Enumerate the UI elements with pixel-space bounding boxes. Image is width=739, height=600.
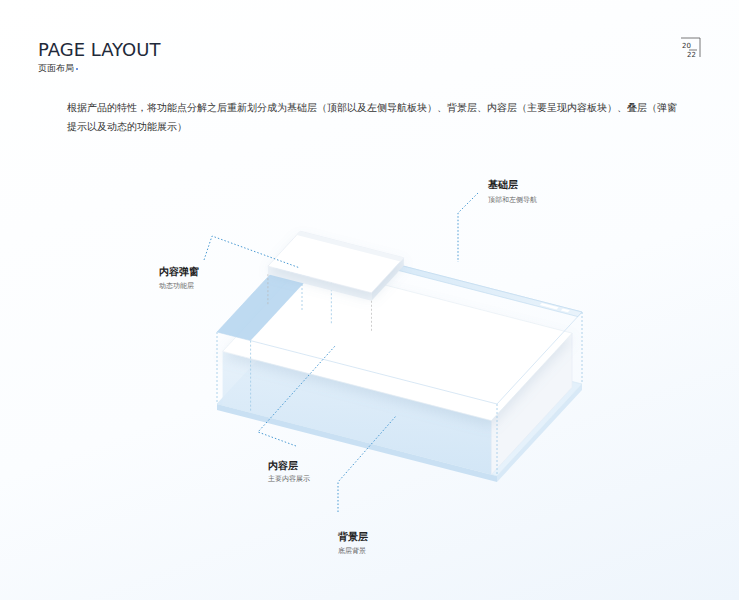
top-bar-icon <box>561 308 570 312</box>
guide-line <box>497 404 498 476</box>
guide-line <box>250 341 251 413</box>
callout-title: 背景层 <box>338 530 368 544</box>
callout-note: 主要内容展示 <box>268 474 310 484</box>
callout-title: 内容层 <box>268 459 298 473</box>
guide-line <box>267 274 268 306</box>
leader-line <box>258 346 335 446</box>
callout-title: 内容弹窗 <box>159 265 199 279</box>
leader-line <box>458 193 478 262</box>
top-bar-icon <box>540 303 559 310</box>
page-number: 22 <box>687 51 696 59</box>
guide-line <box>371 301 372 333</box>
callout-title: 基础层 <box>488 178 518 192</box>
page-subtitle: 页面布局 <box>38 62 74 75</box>
callout-note: 动态功能层 <box>159 281 194 291</box>
callout-note: 顶部和左侧导航 <box>488 195 537 205</box>
popup-layer <box>268 231 404 293</box>
leader-line <box>338 416 396 512</box>
leader-line <box>204 236 300 268</box>
intro-paragraph: 根据产品的特性，将功能点分解之后重新划分成为基础层（顶部以及左侧导航板块）、背景… <box>67 98 681 136</box>
accent-line <box>80 68 96 70</box>
page-number: 20 <box>682 42 691 50</box>
guide-line <box>582 312 583 384</box>
callout-note: 底层背景 <box>338 546 366 556</box>
leader-lines <box>204 193 478 512</box>
accent-dot <box>76 68 78 70</box>
page-title: PAGE LAYOUT <box>38 39 160 60</box>
guide-line <box>217 332 218 404</box>
popup-header <box>297 231 404 261</box>
